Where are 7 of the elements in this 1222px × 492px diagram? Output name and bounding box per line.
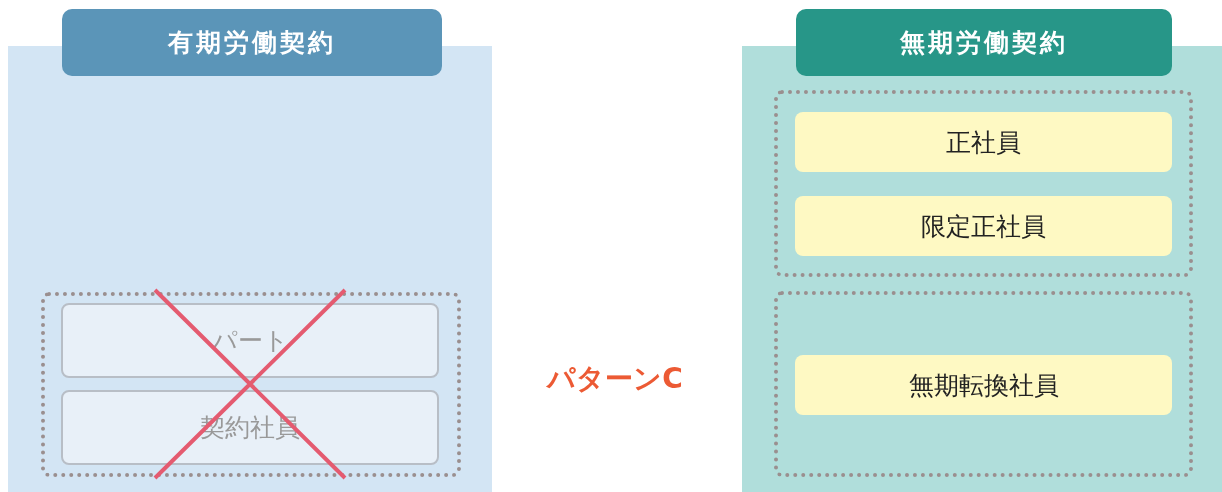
- pattern-label: パターンC: [545, 361, 684, 397]
- panel-heading: 有期労働契約: [62, 9, 442, 76]
- category-box: 無期転換社員: [795, 355, 1172, 415]
- category-box: 限定正社員: [795, 196, 1172, 256]
- panel-heading: 無期労働契約: [796, 9, 1172, 76]
- crossed-out-category: パート: [61, 303, 439, 378]
- category-box: 正社員: [795, 112, 1172, 172]
